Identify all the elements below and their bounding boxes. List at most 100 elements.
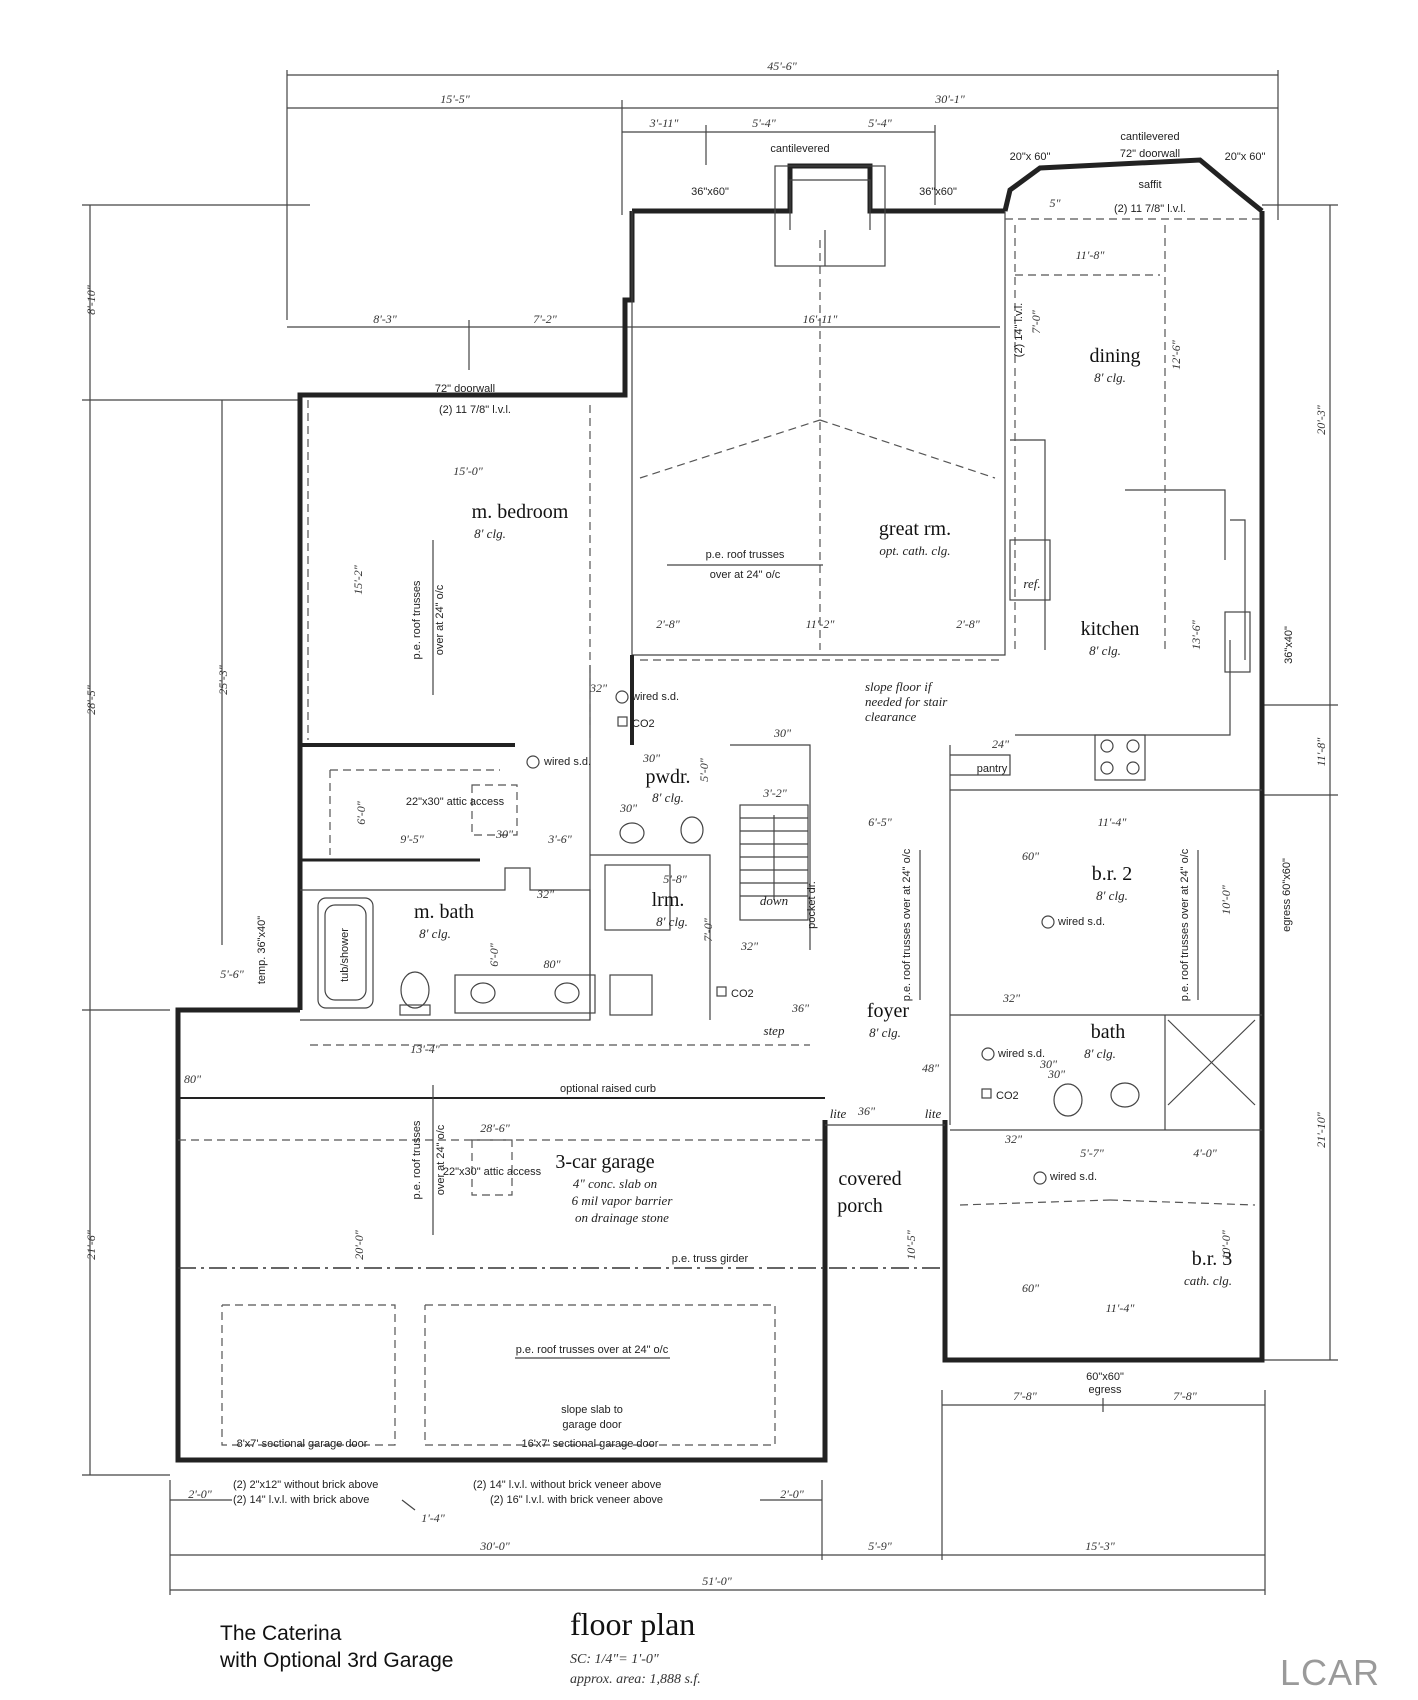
slope-slab-note-2: garage door [562,1419,622,1431]
dim-5: 5" [1049,196,1061,210]
dim-right-7-8-a: 7'-8" [1013,1389,1038,1403]
door-80: 80" [543,957,561,971]
lvl-vertical-label: (2) 14" l.v.l. [1013,303,1025,357]
truss-note-5: p.e. roof trusses over at 24" o/c [516,1344,669,1356]
door-label-10: 32" [740,939,759,953]
dim-bottom-2-right: 2'-0" [780,1487,805,1501]
slope-floor-note-3: clearance [865,709,916,724]
dim-left-upper: 8'-10" [84,284,98,315]
door-label-11: 48" [922,1061,940,1075]
dim-bay-c: 5'-4" [868,116,893,130]
dim-6-5: 6'-5" [868,815,893,829]
dim-5-7: 5'-7" [1080,1146,1105,1160]
great-room-sub-1: 2'-8" [656,617,681,631]
truss-arrows [432,540,1199,1359]
porch-label-2: porch [837,1195,883,1217]
garage-note-2: 6 mil vapor barrier [572,1193,674,1208]
dim-bottom-left: 30'-0" [479,1539,511,1553]
room-master-bath: m. bath [414,901,474,923]
room-bath: bath [1091,1021,1125,1043]
br3-width: 11'-4" [1106,1301,1136,1315]
room-great-room: great rm. [879,518,951,540]
lvl-left-label: (2) 11 7/8" l.v.l. [439,404,511,416]
header-note-3: (2) 14" l.v.l. without brick veneer abov… [473,1479,661,1491]
dim-bottom-2-left: 2'-0" [188,1487,213,1501]
dim-7-0: 7'-0" [1029,309,1043,334]
saffit-label: saffit [1138,179,1161,191]
fixtures [317,539,1251,1196]
room-br2: b.r. 2 [1092,863,1133,885]
ref-label: ref. [1023,576,1040,591]
door-label-17: 32" [1004,1132,1023,1146]
br3-depth: 10'-0" [1219,1229,1233,1260]
master-bath-dim: 6'-0" [487,942,501,967]
doorwall-top-label: 72" doorwall [1120,148,1180,160]
header-note-2: (2) 14" l.v.l. with brick above [233,1494,369,1506]
truss-note-2: p.e. roof trusses [706,549,785,561]
dim-bay-b: 5'-4" [752,116,777,130]
dim-top-right: 30'-1" [934,92,966,106]
laundry-dim-2: 7'-0" [701,917,715,942]
dim-3-6: 3'-6" [547,832,573,846]
plan-subtitle: with Optional 3rd Garage [220,1649,454,1672]
garage-door-1: 8'x7' sectional garage door [237,1438,368,1450]
room-garage: 3-car garage [555,1151,654,1173]
truss-note-4: p.e. roof trusses over at 24" o/c [1179,848,1191,1001]
dim-bay-a: 3'-11" [649,116,680,130]
garage-note-1: 4" conc. slab on [573,1176,657,1191]
dim-bottom-right: 15'-3" [1085,1539,1116,1553]
room-labels: m. bedroom 8' clg. 15'-0" 15'-2" p.e. ro… [184,131,1295,1506]
truss-note-3: p.e. roof trusses over at 24" o/c [901,848,913,1001]
plan-name: The Caterina [220,1622,342,1645]
dining-ceiling: 8' clg. [1094,370,1126,385]
pocket-door-label: pocket dr. [806,881,818,929]
door-label-9: 32" [536,887,555,901]
br3-ceiling: cath. clg. [1184,1273,1232,1288]
dim-bottom-total: 51'-0" [702,1574,733,1588]
co2-2: CO2 [731,988,754,1000]
interior-walls [178,211,1262,1131]
dim-8-3: 8'-3" [373,312,398,326]
slope-floor-note-1: slope floor if [865,679,934,694]
window-20x60-b: 20"x 60" [1225,151,1266,163]
powder-dim: 5'-0" [697,757,711,782]
co2-3: CO2 [996,1090,1019,1102]
truss-note-2b: over at 24" o/c [710,569,781,581]
slope-floor-note-2: needed for stair [865,694,948,709]
laundry-ceiling: 8' clg. [656,914,688,929]
header-note-4: (2) 16" l.v.l. with brick veneer above [490,1494,663,1506]
door-label-5: 60" [1022,849,1040,863]
lite-2: lite [925,1106,942,1121]
dimension-lines [82,70,1338,1595]
laundry-dim-1: 5'-8" [663,872,688,886]
tub-shower-label: tub/shower [339,928,351,982]
raised-curb-label: optional raised curb [560,1083,656,1095]
dimension-text: 45'-6" 15'-5" 30'-1" 3'-11" 5'-4" 5'-4" … [84,59,1328,1588]
down-label: down [760,893,788,908]
floor-plan-title: floor plan [570,1606,696,1642]
temp-window-label: temp. 36"x40" [256,916,268,984]
door-label-7: 30" [773,726,792,740]
dim-right-mid: 11'-8" [1314,737,1328,767]
master-bedroom-depth: 15'-2" [351,564,365,595]
dim-4-0: 4'-0" [1193,1146,1218,1160]
dashed-lines [178,218,1262,1446]
lcar-logo: LCAR [1280,1652,1381,1693]
br2-width: 11'-4" [1098,815,1128,829]
window-36x40: 36"x40" [1283,626,1295,664]
dim-13-4: 13'-4" [410,1042,441,1056]
door-label-6: 60" [1022,1281,1040,1295]
great-room-sub-3: 2'-8" [956,617,981,631]
room-laundry: lrm. [652,889,685,911]
dim-3-2: 3'-2" [762,786,788,800]
truss-note-6b: over at 24" o/c [435,1124,447,1195]
garage-door-2: 16'x7' sectional garage door [522,1438,659,1450]
lvl-top-label: (2) 11 7/8" l.v.l. [1114,203,1186,215]
bath-ceiling: 8' clg. [1084,1046,1116,1061]
wired-sd-2: wired s.d. [543,756,591,768]
garage-width: 28'-6" [480,1121,511,1135]
room-dining: dining [1089,345,1140,367]
window-36x60-a: 36"x60" [691,186,729,198]
window-20x60-a: 20"x 60" [1010,151,1051,163]
room-kitchen: kitchen [1081,618,1140,640]
